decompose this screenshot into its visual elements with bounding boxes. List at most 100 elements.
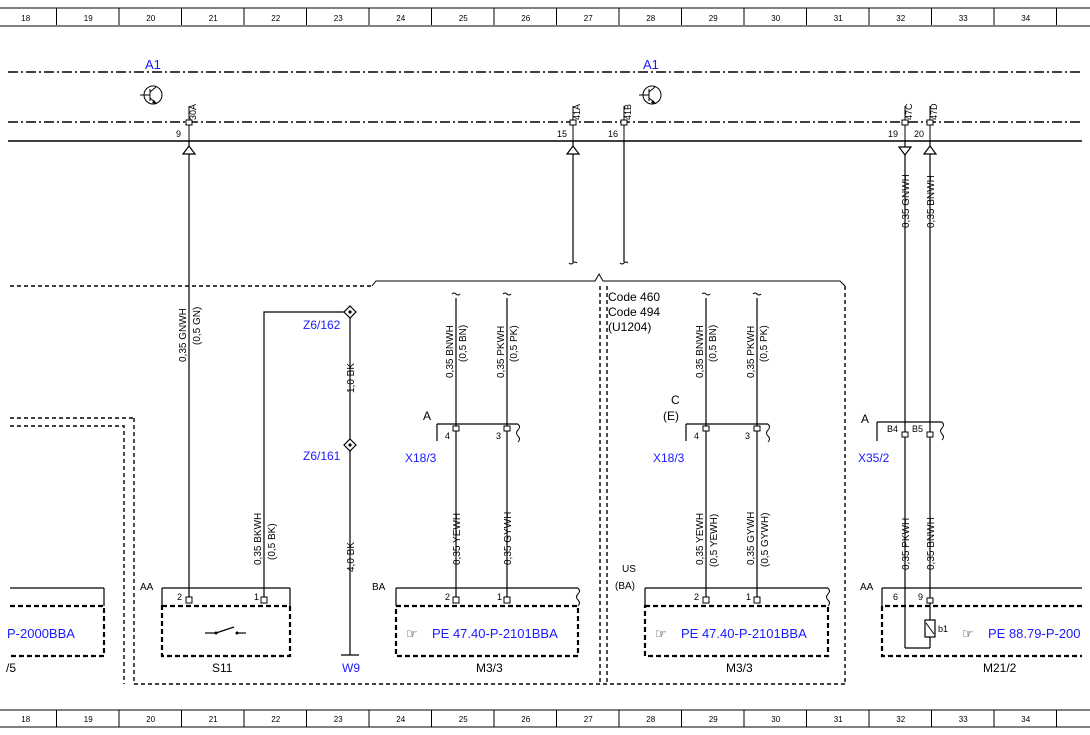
grid-column-number: 26 <box>521 715 530 724</box>
hand-pointer-icon: ☞ <box>655 626 667 641</box>
svg-text:BA: BA <box>372 582 386 593</box>
m212-ref[interactable]: PE 88.79-P-200 <box>988 626 1081 641</box>
svg-text:AA: AA <box>140 582 154 593</box>
grid-column-number: 32 <box>896 715 905 724</box>
grid-column-number: 28 <box>646 715 655 724</box>
grid-column-number: 25 <box>459 715 468 724</box>
svg-text:4: 4 <box>445 431 450 441</box>
svg-text:1,0 BK: 1,0 BK <box>346 363 357 393</box>
svg-text:(0,5 BN): (0,5 BN) <box>708 325 719 362</box>
a1-pin-15: 15 41A <box>557 104 582 141</box>
svg-text:4: 4 <box>694 431 699 441</box>
svg-text:(BA): (BA) <box>615 581 635 592</box>
grid-column-number: 20 <box>146 715 155 724</box>
grid-column-number: 21 <box>209 715 218 724</box>
ground-w9: W9 <box>341 654 360 675</box>
wire-a1-9: 0,35 GNWH (0,5 GN) <box>178 141 203 600</box>
grid-column-number: 31 <box>834 715 843 724</box>
svg-text:0,35 YEWH: 0,35 YEWH <box>695 513 706 565</box>
svg-text:6: 6 <box>893 592 898 602</box>
wire-a1-19: 0,35 GNWH 0,35 PKWH <box>897 141 913 600</box>
splice-z6-161: Z6/161 <box>303 438 357 463</box>
a1-pin-16: 16 41B <box>608 104 633 141</box>
svg-text:(0,5 GN): (0,5 GN) <box>192 307 203 345</box>
svg-text:3: 3 <box>745 431 750 441</box>
svg-text:4,0 BK: 4,0 BK <box>346 542 357 572</box>
wire-a1-16 <box>619 141 629 265</box>
grid-column-number: 24 <box>396 14 405 23</box>
svg-text:20: 20 <box>914 129 924 139</box>
svg-text:19: 19 <box>888 129 898 139</box>
wire-a1-20: 0,35 BNWH 0,35 BNWH <box>922 141 938 600</box>
grid-column-number: 23 <box>334 14 343 23</box>
svg-text:1: 1 <box>254 592 259 602</box>
left-ref: P-2000BBA <box>7 626 75 641</box>
svg-text:30A: 30A <box>188 104 198 120</box>
grid-column-number: 31 <box>834 14 843 23</box>
svg-text:US: US <box>622 564 636 575</box>
svg-text:0,35 BKWH: 0,35 BKWH <box>253 513 264 565</box>
svg-text:47D: 47D <box>929 103 939 120</box>
svg-text:A: A <box>861 412 869 426</box>
grid-column-number: 18 <box>21 14 30 23</box>
transistor-icon <box>639 85 662 105</box>
grid-column-number: 30 <box>771 14 780 23</box>
code-494: Code 494 <box>608 305 660 319</box>
svg-text:(E): (E) <box>663 409 679 423</box>
svg-text:3: 3 <box>496 431 501 441</box>
connector-x18-3-b: C (E) 4 3 X18/3 <box>653 393 770 465</box>
component-m33a: BA 2 1 ☞ PE 47.40-P-2101BBA M3/3 <box>372 582 580 675</box>
ground-label-w9: W9 <box>342 661 360 675</box>
grid-column-number: 26 <box>521 14 530 23</box>
svg-text:16: 16 <box>608 129 618 139</box>
grid-column-number: 29 <box>709 14 718 23</box>
svg-text:0,35 PKWH: 0,35 PKWH <box>901 518 912 570</box>
svg-text:(0,5 BN): (0,5 BN) <box>458 325 469 362</box>
grid-column-number: 22 <box>271 14 280 23</box>
svg-text:0,35 GNWH: 0,35 GNWH <box>901 174 912 228</box>
grid-column-number: 19 <box>84 715 93 724</box>
m33a-wires: 0,35 BNWH (0,5 BN) 0,35 PKWH (0,5 PK) 0,… <box>445 292 520 600</box>
svg-text:41B: 41B <box>623 104 633 120</box>
hand-pointer-icon: ☞ <box>962 626 974 641</box>
code-460: Code 460 <box>608 290 660 304</box>
grid-column-number: 29 <box>709 715 718 724</box>
svg-text:0,35 YEWH: 0,35 YEWH <box>452 513 463 565</box>
svg-text:(0,5 PK): (0,5 PK) <box>509 325 520 362</box>
component-label-m21-2: M21/2 <box>983 661 1017 675</box>
svg-text:C: C <box>671 393 680 407</box>
svg-text:B4: B4 <box>887 424 898 434</box>
svg-text:2: 2 <box>445 592 450 602</box>
component-label-s11: S11 <box>212 661 233 675</box>
svg-text:47C: 47C <box>904 103 914 120</box>
svg-text:0,35 BNWH: 0,35 BNWH <box>445 325 456 378</box>
grid-column-number: 25 <box>459 14 468 23</box>
component-label-m33a: M3/3 <box>476 661 503 675</box>
m33b-ref[interactable]: PE 47.40-P-2101BBA <box>681 626 807 641</box>
grid-column-number: 22 <box>271 715 280 724</box>
svg-text:2: 2 <box>177 592 182 602</box>
grid-column-number: 21 <box>209 14 218 23</box>
a1-pin-9: 9 30A <box>176 104 198 141</box>
svg-text:(0,5 YEWH): (0,5 YEWH) <box>709 514 720 567</box>
wire-a1-15 <box>565 141 581 265</box>
m33a-ref[interactable]: PE 47.40-P-2101BBA <box>432 626 558 641</box>
grid-column-number: 20 <box>146 14 155 23</box>
grid-column-number: 18 <box>21 715 30 724</box>
component-label-m33b: M3/3 <box>726 661 753 675</box>
switch-icon <box>205 626 246 635</box>
svg-text:b1: b1 <box>938 624 948 634</box>
svg-text:0,35 PKWH: 0,35 PKWH <box>496 326 507 378</box>
connector-x18-3-a: A 4 3 X18/3 <box>405 409 520 465</box>
svg-text:(0,5 BK): (0,5 BK) <box>267 523 278 560</box>
wire-s11: 0,35 BKWH (0,5 BK) <box>253 311 350 600</box>
svg-text:1: 1 <box>497 592 502 602</box>
svg-text:0,35 GYWH: 0,35 GYWH <box>746 512 757 565</box>
splice-z6-162: Z6/162 <box>303 305 357 332</box>
left-label: /5 <box>6 661 16 675</box>
component-s11: AA 2 1 S11 <box>140 582 292 675</box>
svg-text:0,35 PKWH: 0,35 PKWH <box>746 326 757 378</box>
code-variant-region: Code 460 Code 494 (U1204) <box>10 272 846 685</box>
